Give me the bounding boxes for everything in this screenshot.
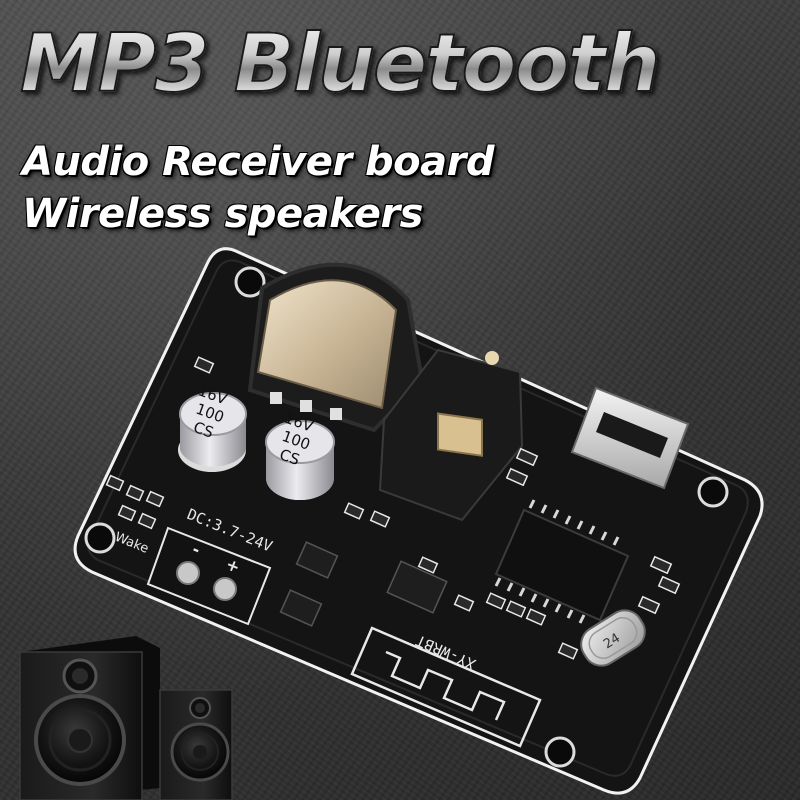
capacitor-left: 16V 100 CS (178, 381, 247, 472)
crystal-oscillator: 24 (580, 609, 646, 667)
mounting-holes (84, 266, 729, 768)
subheadline-speakers: Wireless speakers (22, 191, 423, 237)
power-terminal: - + (146, 526, 272, 626)
capacitor-right: 16V 100 CS (265, 409, 335, 500)
battery-holder (247, 262, 425, 433)
headline-title: MP3 Bluetooth (19, 14, 662, 114)
crystal-label: 24 (601, 631, 623, 652)
subheadline-receiver: Audio Receiver board (22, 139, 495, 185)
ic-chip (494, 499, 630, 624)
large-speaker (19, 636, 160, 800)
micro-usb-port (570, 386, 690, 490)
antenna-trace (350, 626, 542, 748)
voltage-regulators (279, 541, 448, 627)
cap-right-brand: CS (277, 445, 302, 469)
small-speaker (159, 689, 233, 800)
audio-jack (378, 348, 524, 522)
plus-sign: + (223, 554, 243, 577)
cap-left-brand: CS (191, 418, 216, 442)
smd-components (105, 356, 681, 660)
